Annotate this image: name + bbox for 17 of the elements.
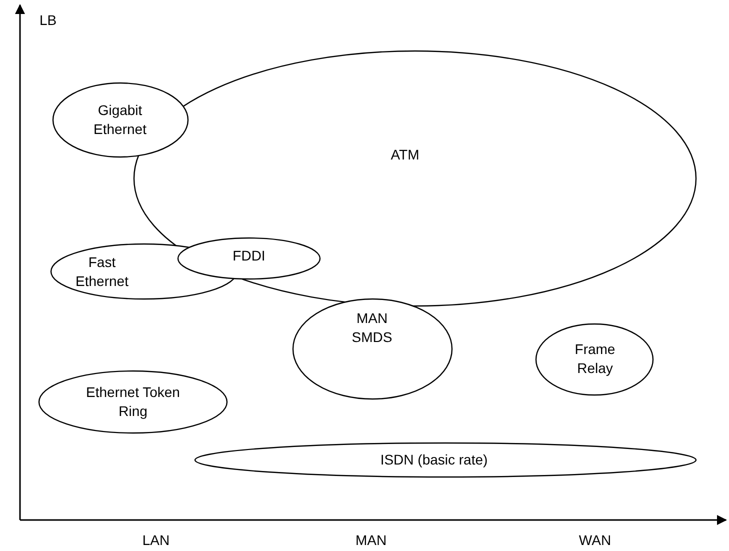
ellipse (38, 370, 228, 434)
node-label: Gigabit Ethernet (92, 101, 148, 139)
node-label: Frame Relay (574, 340, 616, 378)
ellipse (194, 442, 697, 478)
ellipse (292, 298, 453, 400)
node-label: MAN SMDS (350, 309, 394, 347)
node-label: Ethernet Token Ring (85, 383, 181, 421)
axis-label: LAN (141, 531, 171, 550)
ellipse (52, 82, 189, 158)
node-label: ATM (390, 146, 420, 164)
node-label: ISDN (basic rate) (379, 450, 489, 470)
ellipse (535, 323, 654, 396)
node-label: FDDI (232, 246, 266, 266)
axis-label: LB (38, 11, 58, 30)
axis-label: MAN (354, 531, 388, 550)
axis-label: WAN (578, 531, 612, 550)
node-label: Fast Ethernet (74, 253, 130, 291)
